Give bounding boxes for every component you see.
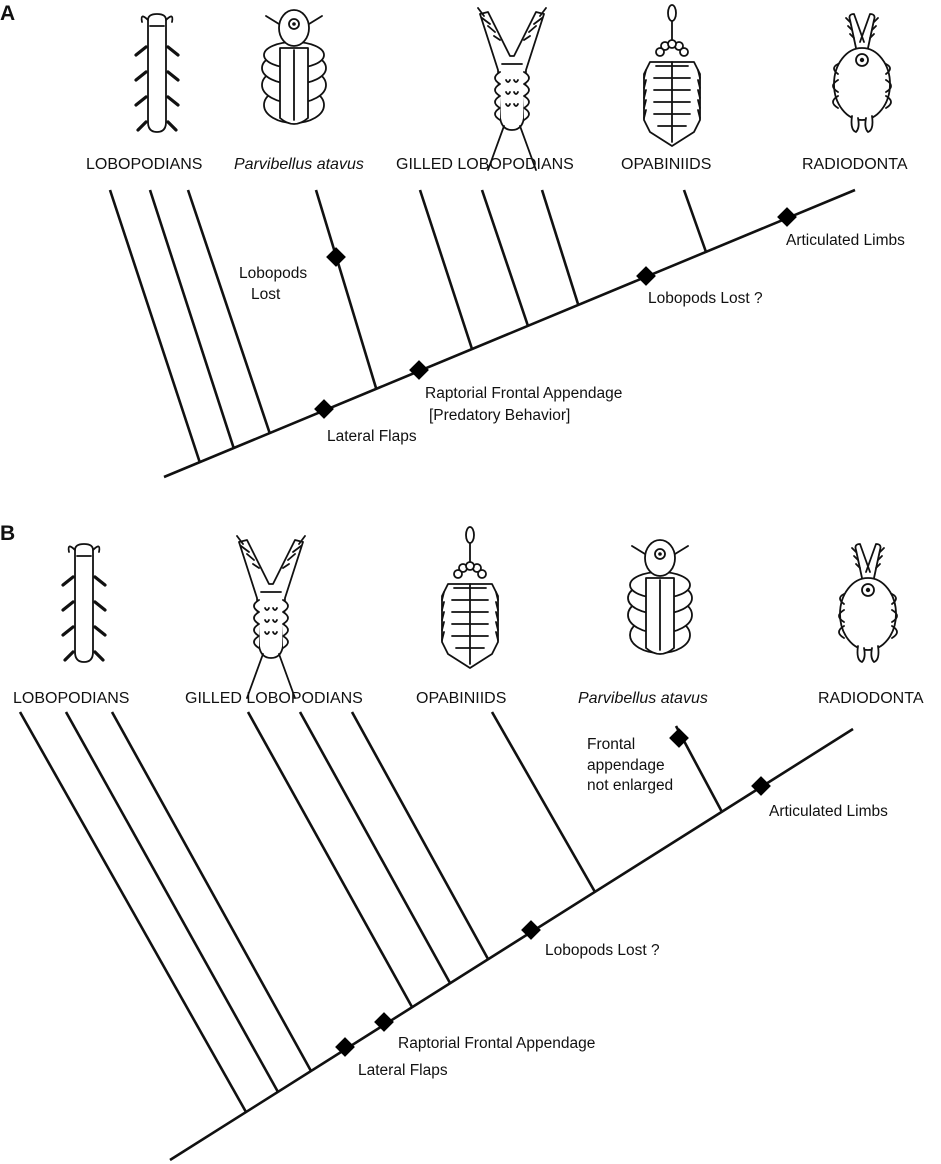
branch-b-lobopodian-2: [64, 711, 280, 1093]
branch-a-opabiniid: [682, 189, 708, 253]
panel-a-letter: A: [0, 2, 15, 25]
taxon-label-radiodonta: RADIODONTA: [802, 156, 908, 173]
character-a-lobopods-lost-q: Lobopods Lost ?: [648, 290, 763, 307]
taxon-label-gilled-lobopodians: GILLED LOBOPODIANS: [396, 156, 574, 173]
character-b-articulated: Articulated Limbs: [769, 803, 888, 820]
node-b-articulated: [751, 776, 771, 796]
node-b-lateral-flaps: [335, 1037, 355, 1057]
gilled-lobopodian-icon: [477, 7, 547, 171]
branch-b-gilled-3: [350, 711, 490, 960]
radiodont-icon: [838, 543, 898, 663]
character-b-lobopods-lost-q: Lobopods Lost ?: [545, 942, 660, 959]
branch-b-opabiniid: [490, 711, 597, 893]
parvibellus-icon: [261, 9, 327, 125]
cladogram-a-branches: [108, 188, 856, 479]
node-a-lobopods-lost: [326, 247, 346, 267]
taxon-label-lobopodians: LOBOPODIANS: [13, 690, 129, 707]
branch-a-parvibellus: [314, 189, 378, 389]
branch-b-lobopodian-1: [18, 711, 248, 1113]
character-a-articulated: Articulated Limbs: [786, 232, 905, 249]
branch-a-gilled-2: [480, 189, 530, 327]
radiodont-icon: [832, 13, 892, 133]
parvibellus-icon: [627, 539, 693, 655]
taxon-label-radiodonta: RADIODONTA: [818, 690, 924, 707]
panel-a: A LOBOPODIANS Parvibellus atavus GILLED …: [0, 2, 908, 479]
branch-a-gilled-3: [540, 189, 580, 305]
panel-b: B LOBOPODIANS GILLED LOBOPODIANS OPABINI…: [0, 522, 924, 1162]
node-a-raptorial: [409, 360, 429, 380]
taxon-label-lobopodians: LOBOPODIANS: [86, 156, 202, 173]
node-b-lobopods-lost-q: [521, 920, 541, 940]
node-a-lobopods-lost-q: [636, 266, 656, 286]
branch-b-gilled-1: [246, 711, 414, 1008]
taxon-label-opabiniids: OPABINIIDS: [416, 690, 506, 707]
node-a-lateral-flaps: [314, 399, 334, 419]
cladogram-b-backbone: [169, 727, 854, 1162]
node-a-articulated: [777, 207, 797, 227]
character-b-raptorial: Raptorial Frontal Appendage: [398, 1035, 595, 1052]
branch-b-lobopodian-3: [110, 711, 313, 1072]
branch-b-gilled-2: [298, 711, 452, 984]
taxon-label-opabiniids: OPABINIIDS: [621, 156, 711, 173]
panel-b-letter: B: [0, 522, 15, 545]
character-b-frontal-not-enlarged: Frontal appendage not enlarged: [587, 736, 673, 794]
node-b-frontal-not-enlarged: [669, 728, 689, 748]
branch-a-lobopodian-1: [108, 189, 202, 464]
character-a-raptorial: Raptorial Frontal Appendage [Predatory B…: [425, 385, 627, 424]
node-b-raptorial: [374, 1012, 394, 1032]
lobopodian-icon: [134, 12, 180, 134]
taxon-label-parvibellus: Parvibellus atavus: [578, 690, 708, 707]
opabiniid-icon: [441, 526, 499, 669]
gilled-lobopodian-icon: [236, 535, 306, 699]
cladogram-b-branches: [18, 711, 854, 1162]
lobopodian-icon: [61, 542, 107, 664]
cladogram-a-backbone: [163, 188, 856, 479]
opabiniid-icon: [643, 4, 701, 147]
taxon-label-parvibellus: Parvibellus atavus: [234, 156, 364, 173]
character-a-lobopods-lost: Lobopods Lost: [239, 265, 311, 303]
branch-a-gilled-1: [418, 189, 474, 350]
taxon-label-gilled-lobopodians: GILLED LOBOPODIANS: [185, 690, 363, 707]
character-a-lateral-flaps: Lateral Flaps: [327, 428, 417, 445]
character-b-lateral-flaps: Lateral Flaps: [358, 1062, 448, 1079]
branch-a-lobopodian-2: [148, 189, 236, 450]
branch-a-lobopodian-3: [186, 189, 272, 435]
